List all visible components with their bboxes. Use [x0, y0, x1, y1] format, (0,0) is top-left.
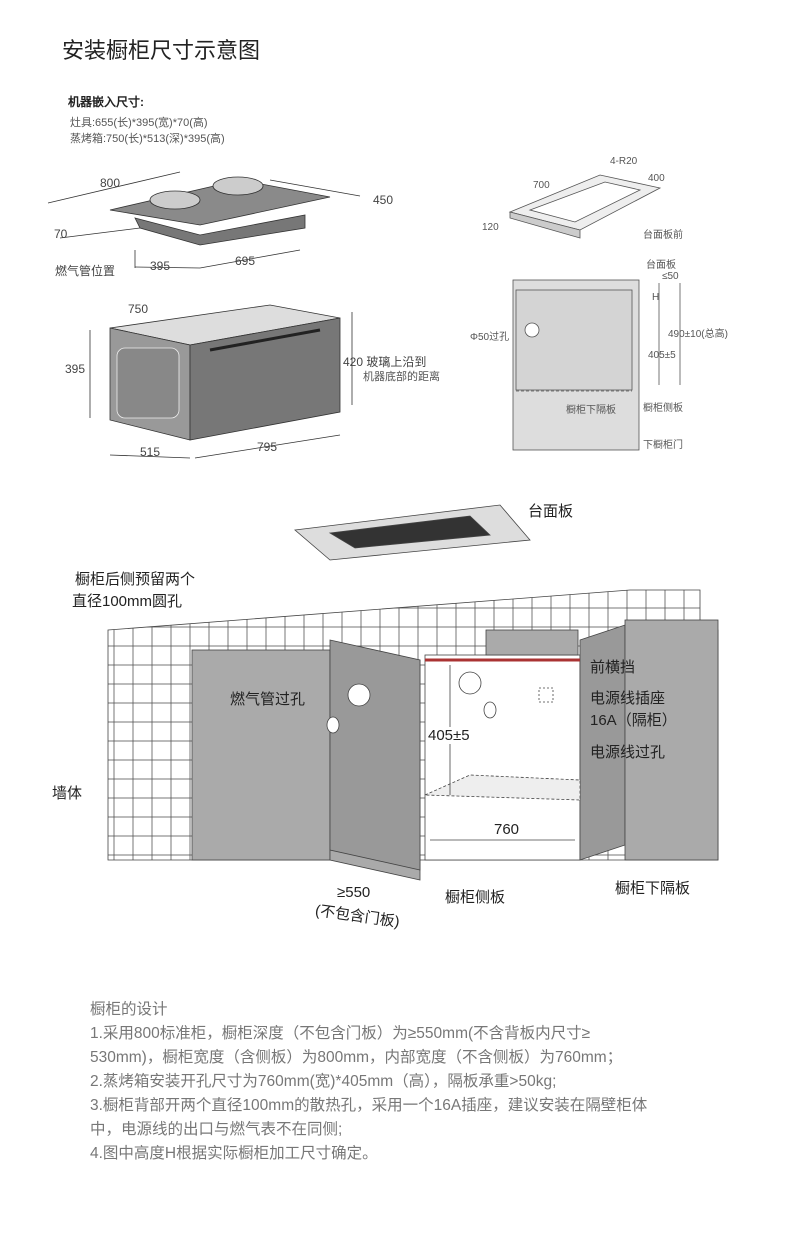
note-line: 3.橱柜背部开两个直径100mm的散热孔，采用一个16A插座，建议安装在隔壁柜体: [90, 1097, 648, 1114]
section-drawing: [512, 279, 681, 451]
gas-pipe-label: 燃气管位置: [55, 264, 116, 278]
dim-450: 450: [373, 193, 394, 207]
main-wall: 墙体: [52, 785, 83, 802]
note-line: 2.蒸烤箱安装开孔尺寸为760mm(宽)*405mm（高），隔板承重>50kg;: [90, 1073, 557, 1090]
dim-515: 515: [140, 445, 161, 459]
countertop-front-label: 台面板前: [643, 230, 683, 241]
dim-oven-395: 395: [65, 362, 86, 376]
dim-420-desc: 机器底部的距离: [363, 371, 440, 383]
dim-420: 420 玻璃上沿到: [343, 355, 427, 369]
main-rear2: 直径100mm圆孔: [72, 593, 183, 610]
dim-120: 120: [482, 222, 499, 233]
spec-cooktop: 灶具:655(长)*395(宽)*70(高): [70, 117, 208, 129]
section-side: 橱柜侧板: [643, 403, 683, 414]
notes-heading: 橱柜的设计: [90, 1001, 168, 1018]
main-socket-16a: 16A（隔柜）: [590, 712, 677, 729]
section-hole: Φ50过孔: [470, 332, 510, 343]
section-shelf: 橱柜下隔板: [566, 405, 616, 416]
main-front-bar: 前横挡: [590, 659, 636, 676]
dim-800: 800: [100, 176, 121, 190]
design-notes: 橱柜的设计 1.采用800标准柜，橱柜深度（不包含门板）为≥550mm(不含背板…: [90, 998, 647, 1166]
page-title: 安装橱柜尺寸示意图: [62, 38, 261, 63]
main-gas-hole: 燃气管过孔: [230, 691, 306, 708]
section-h: H: [652, 292, 660, 303]
main-cable-hole: 电源线过孔: [590, 744, 666, 761]
dim-695: 695: [235, 254, 256, 268]
main-760: 760: [494, 821, 520, 838]
main-lower-shelf: 橱柜下隔板: [615, 880, 691, 897]
dim-70: 70: [54, 227, 68, 241]
note-line: 1.采用800标准柜，橱柜深度（不包含门板）为≥550mm(不含背板内尺寸≥: [90, 1025, 591, 1042]
main-cabinet-drawing: [107, 504, 719, 881]
note-line: 4.图中高度H根据实际橱柜加工尺寸确定。: [90, 1145, 378, 1162]
section-le50: ≤50: [662, 271, 679, 282]
main-405: 405±5: [428, 727, 470, 744]
note-line: 530mm)，橱柜宽度（含侧板）为800mm，内部宽度（不含侧板）为760mm；: [90, 1049, 623, 1066]
section-total: 490±10(总高): [668, 329, 728, 340]
main-socket: 电源线插座: [590, 690, 666, 707]
dim-700: 700: [533, 180, 550, 191]
dim-395: 395: [150, 259, 171, 273]
main-countertop: 台面板: [528, 503, 574, 520]
oven-drawing: [89, 304, 353, 459]
main-side-panel: 橱柜侧板: [445, 889, 506, 906]
section-countertop: 台面板: [646, 260, 676, 271]
spec-heading: 机器嵌入尺寸:: [68, 95, 144, 109]
countertop-small-drawing: [508, 174, 662, 239]
section-door: 下橱柜门: [643, 440, 683, 451]
main-550: ≥550: [337, 884, 371, 901]
main-rear1: 橱柜后侧预留两个: [75, 571, 196, 588]
section-405: 405±5: [648, 350, 676, 361]
dim-400: 400: [648, 173, 665, 184]
cooktop-drawing: [47, 171, 361, 269]
radius-label: 4-R20: [610, 156, 638, 167]
note-line: 中，电源线的出口与燃气表不在同侧;: [90, 1121, 343, 1138]
dim-795: 795: [257, 440, 278, 454]
spec-oven: 蒸烤箱:750(长)*513(深)*395(高): [70, 133, 225, 145]
dim-750: 750: [128, 302, 149, 316]
